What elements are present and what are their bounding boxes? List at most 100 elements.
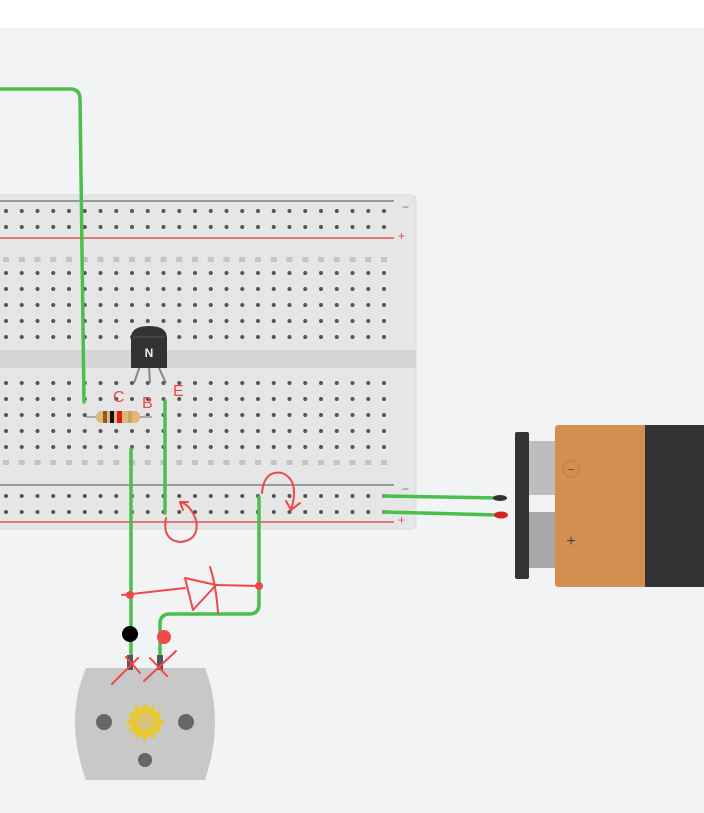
breadboard-hole[interactable] xyxy=(382,303,386,307)
breadboard-hole[interactable] xyxy=(303,303,308,307)
breadboard-hole[interactable] xyxy=(366,381,371,385)
breadboard-hole[interactable] xyxy=(208,271,213,275)
breadboard-hole[interactable] xyxy=(208,319,213,323)
breadboard-hole[interactable] xyxy=(4,287,8,291)
breadboard-hole[interactable] xyxy=(145,494,150,498)
breadboard-hole[interactable] xyxy=(177,445,182,449)
breadboard-hole[interactable] xyxy=(177,413,182,417)
breadboard-hole[interactable] xyxy=(51,445,56,449)
breadboard-hole[interactable] xyxy=(145,209,150,213)
breadboard-hole[interactable] xyxy=(256,413,260,417)
breadboard-hole[interactable] xyxy=(193,510,197,514)
breadboard-hole[interactable] xyxy=(4,209,8,213)
breadboard-hole[interactable] xyxy=(51,319,56,323)
breadboard-hole[interactable] xyxy=(4,381,8,385)
breadboard-hole[interactable] xyxy=(350,397,355,401)
breadboard-hole[interactable] xyxy=(98,271,103,275)
breadboard-hole[interactable] xyxy=(208,413,213,417)
breadboard-hole[interactable] xyxy=(35,429,40,433)
breadboard-hole[interactable] xyxy=(130,303,134,307)
breadboard-hole[interactable] xyxy=(334,413,339,417)
breadboard-hole[interactable] xyxy=(334,494,339,498)
breadboard-hole[interactable] xyxy=(67,209,71,213)
breadboard-hole[interactable] xyxy=(67,510,71,514)
breadboard-hole[interactable] xyxy=(67,445,71,449)
breadboard-hole[interactable] xyxy=(130,397,134,401)
breadboard-hole[interactable] xyxy=(319,303,323,307)
breadboard-hole[interactable] xyxy=(366,445,371,449)
breadboard-hole[interactable] xyxy=(193,319,197,323)
breadboard-hole[interactable] xyxy=(177,287,182,291)
breadboard-hole[interactable] xyxy=(35,303,40,307)
breadboard-hole[interactable] xyxy=(19,510,24,514)
breadboard-hole[interactable] xyxy=(98,209,103,213)
breadboard-hole[interactable] xyxy=(208,381,213,385)
breadboard-hole[interactable] xyxy=(67,287,71,291)
breadboard-hole[interactable] xyxy=(224,510,229,514)
breadboard-hole[interactable] xyxy=(366,209,371,213)
breadboard-hole[interactable] xyxy=(334,209,339,213)
breadboard-hole[interactable] xyxy=(98,445,103,449)
breadboard-hole[interactable] xyxy=(193,303,197,307)
breadboard-hole[interactable] xyxy=(271,494,276,498)
breadboard[interactable]: − + − + xyxy=(0,194,417,530)
breadboard-hole[interactable] xyxy=(177,510,182,514)
breadboard-hole[interactable] xyxy=(145,381,150,385)
wire-battery-positive[interactable] xyxy=(382,510,500,517)
breadboard-hole[interactable] xyxy=(240,287,245,291)
breadboard-hole[interactable] xyxy=(287,335,292,339)
breadboard-hole[interactable] xyxy=(382,271,386,275)
breadboard-hole[interactable] xyxy=(366,319,371,323)
breadboard-hole[interactable] xyxy=(382,209,386,213)
breadboard-hole[interactable] xyxy=(19,429,24,433)
breadboard-hole[interactable] xyxy=(130,381,134,385)
breadboard-hole[interactable] xyxy=(256,335,260,339)
breadboard-hole[interactable] xyxy=(350,381,355,385)
breadboard-hole[interactable] xyxy=(224,287,229,291)
breadboard-hole[interactable] xyxy=(51,397,56,401)
breadboard-hole[interactable] xyxy=(287,413,292,417)
breadboard-hole[interactable] xyxy=(319,429,323,433)
breadboard-hole[interactable] xyxy=(319,445,323,449)
breadboard-hole[interactable] xyxy=(82,510,87,514)
breadboard-hole[interactable] xyxy=(303,319,308,323)
breadboard-hole[interactable] xyxy=(114,287,119,291)
breadboard-hole[interactable] xyxy=(114,209,119,213)
breadboard-hole[interactable] xyxy=(193,271,197,275)
breadboard-hole[interactable] xyxy=(98,510,103,514)
breadboard-hole[interactable] xyxy=(82,429,87,433)
breadboard-hole[interactable] xyxy=(382,225,386,229)
breadboard-hole[interactable] xyxy=(382,429,386,433)
breadboard-hole[interactable] xyxy=(4,303,8,307)
breadboard-hole[interactable] xyxy=(19,209,24,213)
breadboard-hole[interactable] xyxy=(145,287,150,291)
breadboard-hole[interactable] xyxy=(208,429,213,433)
breadboard-hole[interactable] xyxy=(145,225,150,229)
breadboard-hole[interactable] xyxy=(224,271,229,275)
breadboard-hole[interactable] xyxy=(287,319,292,323)
breadboard-hole[interactable] xyxy=(319,381,323,385)
breadboard-hole[interactable] xyxy=(303,335,308,339)
breadboard-hole[interactable] xyxy=(350,494,355,498)
breadboard-hole[interactable] xyxy=(193,413,197,417)
breadboard-hole[interactable] xyxy=(35,287,40,291)
breadboard-hole[interactable] xyxy=(19,319,24,323)
breadboard-hole[interactable] xyxy=(35,225,40,229)
breadboard-hole[interactable] xyxy=(35,445,40,449)
breadboard-hole[interactable] xyxy=(51,510,56,514)
breadboard-hole[interactable] xyxy=(114,445,119,449)
breadboard-hole[interactable] xyxy=(382,397,386,401)
breadboard-hole[interactable] xyxy=(177,494,182,498)
breadboard-hole[interactable] xyxy=(224,303,229,307)
breadboard-hole[interactable] xyxy=(35,494,40,498)
breadboard-hole[interactable] xyxy=(145,445,150,449)
breadboard-hole[interactable] xyxy=(193,287,197,291)
breadboard-hole[interactable] xyxy=(287,287,292,291)
breadboard-hole[interactable] xyxy=(51,413,56,417)
breadboard-hole[interactable] xyxy=(334,287,339,291)
breadboard-hole[interactable] xyxy=(19,303,24,307)
breadboard-hole[interactable] xyxy=(271,271,276,275)
breadboard-hole[interactable] xyxy=(177,335,182,339)
breadboard-hole[interactable] xyxy=(319,413,323,417)
breadboard-hole[interactable] xyxy=(271,413,276,417)
